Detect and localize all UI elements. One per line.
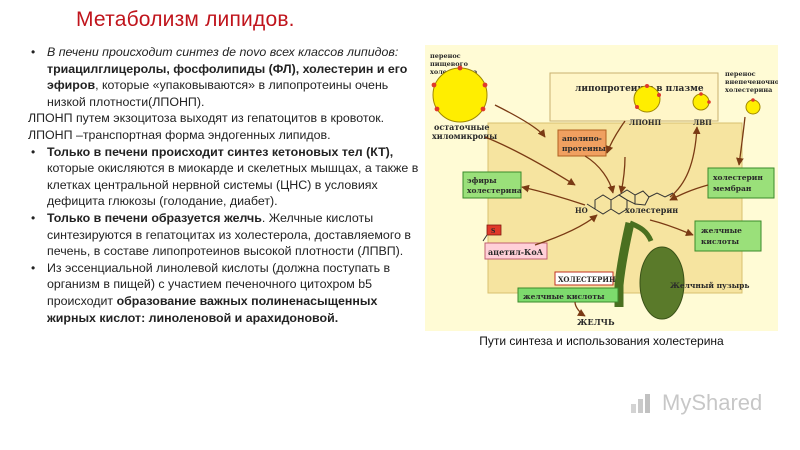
membrane-line1: холестерин xyxy=(713,173,763,182)
bile-acids-bar-label: желчные кислоты xyxy=(523,292,605,301)
gallbladder-label: Желчный пузырь xyxy=(670,281,750,290)
bullet-fatty-acids: Из эссенциальной линолевой кислоты (долж… xyxy=(28,260,428,326)
apo-dot xyxy=(431,82,437,88)
residual-line2: хиломикроны xyxy=(432,131,497,141)
apo-dot xyxy=(699,92,703,96)
transfer-food-line2: пищевого xyxy=(430,60,469,68)
cholesterol-diagram: перенос пищевого холестерина липопротеин… xyxy=(425,45,778,331)
hdl-particle xyxy=(692,93,710,111)
membrane-box xyxy=(707,167,775,199)
apo-dot xyxy=(480,106,486,112)
acetyl-block xyxy=(486,224,502,236)
arrow xyxy=(736,116,746,166)
bile-label: ЖЕЛЧЬ xyxy=(577,317,615,327)
residual-line1: остаточные xyxy=(434,122,489,132)
apo-dot xyxy=(751,98,755,102)
fatty-acids-rest: Из эссенциальной линолевой кислоты (долж… xyxy=(47,260,391,308)
bile-bold: Только в печени образуется желчь xyxy=(47,210,262,225)
apo-dot xyxy=(635,105,639,109)
arrow xyxy=(669,184,709,201)
watermark-text: MyShared xyxy=(662,390,763,415)
apolipo-line2: протеины xyxy=(562,144,606,153)
apo-dot xyxy=(657,93,661,97)
synthesis-intro: В печени происходит синтез de novo всех … xyxy=(47,45,399,59)
ketone-bold: Только в печени происходит синтез кетоно… xyxy=(47,144,394,159)
transfer-extra-line2: внепеченочного xyxy=(725,78,778,86)
cholesterin-caps-box xyxy=(554,271,614,286)
arrow xyxy=(574,301,586,317)
chylomicron-particle xyxy=(432,67,488,123)
slide-title: Метаболизм липидов. xyxy=(76,8,295,31)
bile-duct-branch xyxy=(629,220,654,243)
diagram-arrows xyxy=(484,104,746,317)
esters-line2: холестерина xyxy=(467,186,522,195)
extrahepatic-particle xyxy=(745,99,761,115)
arrow xyxy=(618,156,627,194)
apo-dot xyxy=(707,100,711,104)
synthesis-classes-bold: триацилглицеролы, фосфолипиды (ФЛ), холе… xyxy=(47,61,408,93)
vldl-paragraph: ЛПОНП путем экзоцитоза выходят из гепато… xyxy=(28,111,385,142)
acetyl-box xyxy=(484,242,548,260)
transfer-extra-line1: перенос xyxy=(725,70,756,78)
diagram-svg: перенос пищевого холестерина липопротеин… xyxy=(430,52,778,327)
arrow xyxy=(649,219,694,237)
cholesterol-label: холестерин xyxy=(625,205,678,215)
hdl-label: ЛВП xyxy=(693,118,712,127)
arrow xyxy=(521,184,586,206)
bullet-ketone: Только в печени происходит синтез кетоно… xyxy=(28,144,428,210)
watermark: MyShared xyxy=(630,390,762,416)
cholesterin-caps-label: ХОЛЕСТЕРИН xyxy=(558,275,616,284)
bile-rest: . Желчные кислоты синтезируются в гепато… xyxy=(47,210,411,259)
acetyl-bond xyxy=(482,234,488,242)
apo-dot xyxy=(645,84,649,88)
text-block: В печени происходит синтез de novo всех … xyxy=(28,44,428,326)
cholesterol-molecule xyxy=(586,189,674,215)
arrow xyxy=(605,120,626,154)
liver-region xyxy=(487,122,743,294)
membrane-line2: мембран xyxy=(713,184,752,193)
fatty-acids-bold: образование важных полиненасыщенных жирн… xyxy=(47,293,378,325)
apolipo-line1: аполипо- xyxy=(562,134,602,143)
arrow xyxy=(584,155,616,194)
apolipo-box xyxy=(557,129,607,157)
esters-box xyxy=(462,171,522,199)
apo-dot xyxy=(482,82,488,88)
bile-acids-bar xyxy=(517,287,619,303)
ketone-rest: которые окисляются в миокарде и скелетны… xyxy=(47,161,419,209)
hydroxyl-label: НО xyxy=(575,206,588,215)
transfer-food-line1: перенос xyxy=(430,52,461,60)
acetyl-s-label: S xyxy=(491,228,495,235)
bullet-synthesis: В печени происходит синтез de novo всех … xyxy=(28,44,428,61)
transfer-extra-line3: холестерина xyxy=(725,86,773,94)
watermark-logo-icon xyxy=(631,394,650,413)
apo-dot xyxy=(434,106,440,112)
bile-acids-line1: желчные xyxy=(701,226,742,235)
synthesis-classes: триацилглицеролы, фосфолипиды (ФЛ), холе… xyxy=(28,61,428,111)
arrow xyxy=(534,214,598,246)
synthesis-classes-rest: , которые «упаковываются» в липопротеины… xyxy=(47,78,389,109)
acetyl-label: ацетил-КоА xyxy=(488,247,544,257)
bile-acids-box xyxy=(694,220,762,252)
arrow xyxy=(484,136,576,186)
bile-duct xyxy=(614,222,635,307)
bile-acids-line2: кислоты xyxy=(701,237,739,246)
bullet-bile: Только в печени образуется желчь. Желчны… xyxy=(28,210,428,260)
apo-dot xyxy=(457,65,463,71)
arrow xyxy=(494,104,546,138)
figure-caption: Пути синтеза и использования холестерина xyxy=(479,334,724,348)
gallbladder-shape xyxy=(639,246,685,320)
esters-line1: эфиры xyxy=(467,176,497,185)
vldl-label: ЛПОНП xyxy=(629,118,662,127)
